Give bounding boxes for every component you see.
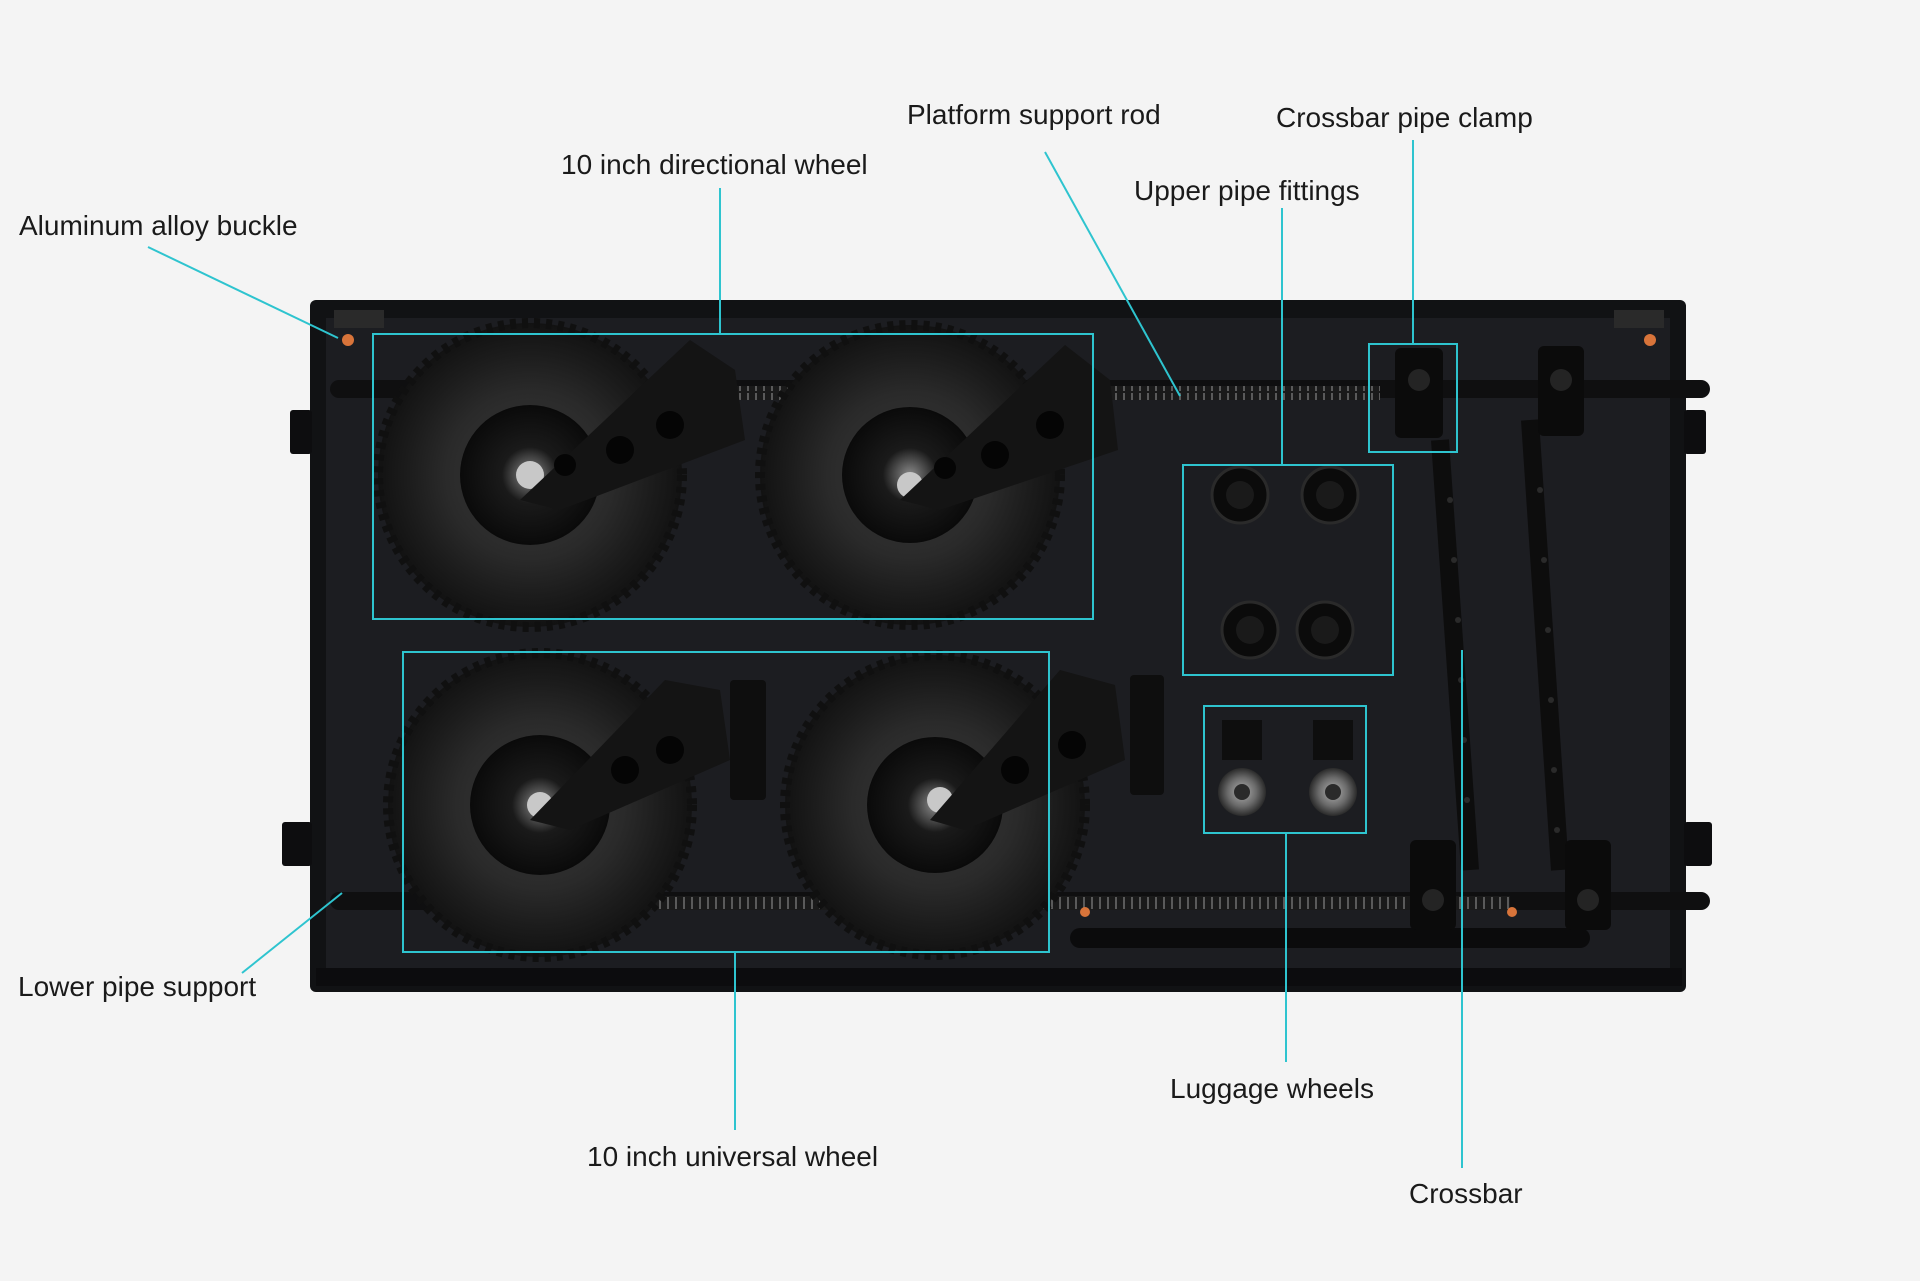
universal-wheel-1 <box>383 648 766 962</box>
label-lower-pipe-support: Lower pipe support <box>18 971 257 1002</box>
leader-aluminum <box>147 246 339 339</box>
leader-platform <box>1044 151 1181 397</box>
label-directional-wheel: 10 inch directional wheel <box>561 149 868 180</box>
universal-wheel-2 <box>780 650 1164 960</box>
side-latch-right-bottom <box>1684 822 1712 866</box>
leader-lines <box>147 140 1463 1168</box>
label-luggage-wheels: Luggage wheels <box>1170 1073 1374 1104</box>
crossbar-pipe-clamp <box>1395 348 1443 438</box>
luggage-wheels <box>1218 720 1357 816</box>
upper-pipe-fittings <box>1210 465 1360 660</box>
orange-knob-tl <box>342 334 354 346</box>
side-latch-left-bottom <box>282 822 312 866</box>
label-crossbar: Crossbar <box>1409 1178 1523 1209</box>
label-universal-wheel: 10 inch universal wheel <box>587 1141 879 1172</box>
side-latch-right-top <box>1684 410 1706 454</box>
box-directional-wheels <box>372 333 1094 620</box>
directional-wheel-1 <box>373 318 745 632</box>
leader-lower <box>241 892 343 974</box>
label-crossbar-pipe-clamp: Crossbar pipe clamp <box>1276 102 1533 133</box>
orange-knob-tr <box>1644 334 1656 346</box>
label-platform-support-rod: Platform support rod <box>907 99 1161 130</box>
case-lip-bottom <box>316 968 1682 986</box>
label-aluminum-alloy-buckle: Aluminum alloy buckle <box>19 210 298 241</box>
directional-wheel-2 <box>755 320 1118 630</box>
corner-buckle-tl <box>334 310 384 328</box>
box-upper-fittings <box>1182 464 1394 676</box>
box-universal-wheels <box>402 651 1050 953</box>
crossbars <box>1395 346 1611 930</box>
side-latch-left-top <box>290 410 312 454</box>
corner-buckle-tr <box>1614 310 1664 328</box>
label-upper-pipe-fittings: Upper pipe fittings <box>1134 175 1360 206</box>
